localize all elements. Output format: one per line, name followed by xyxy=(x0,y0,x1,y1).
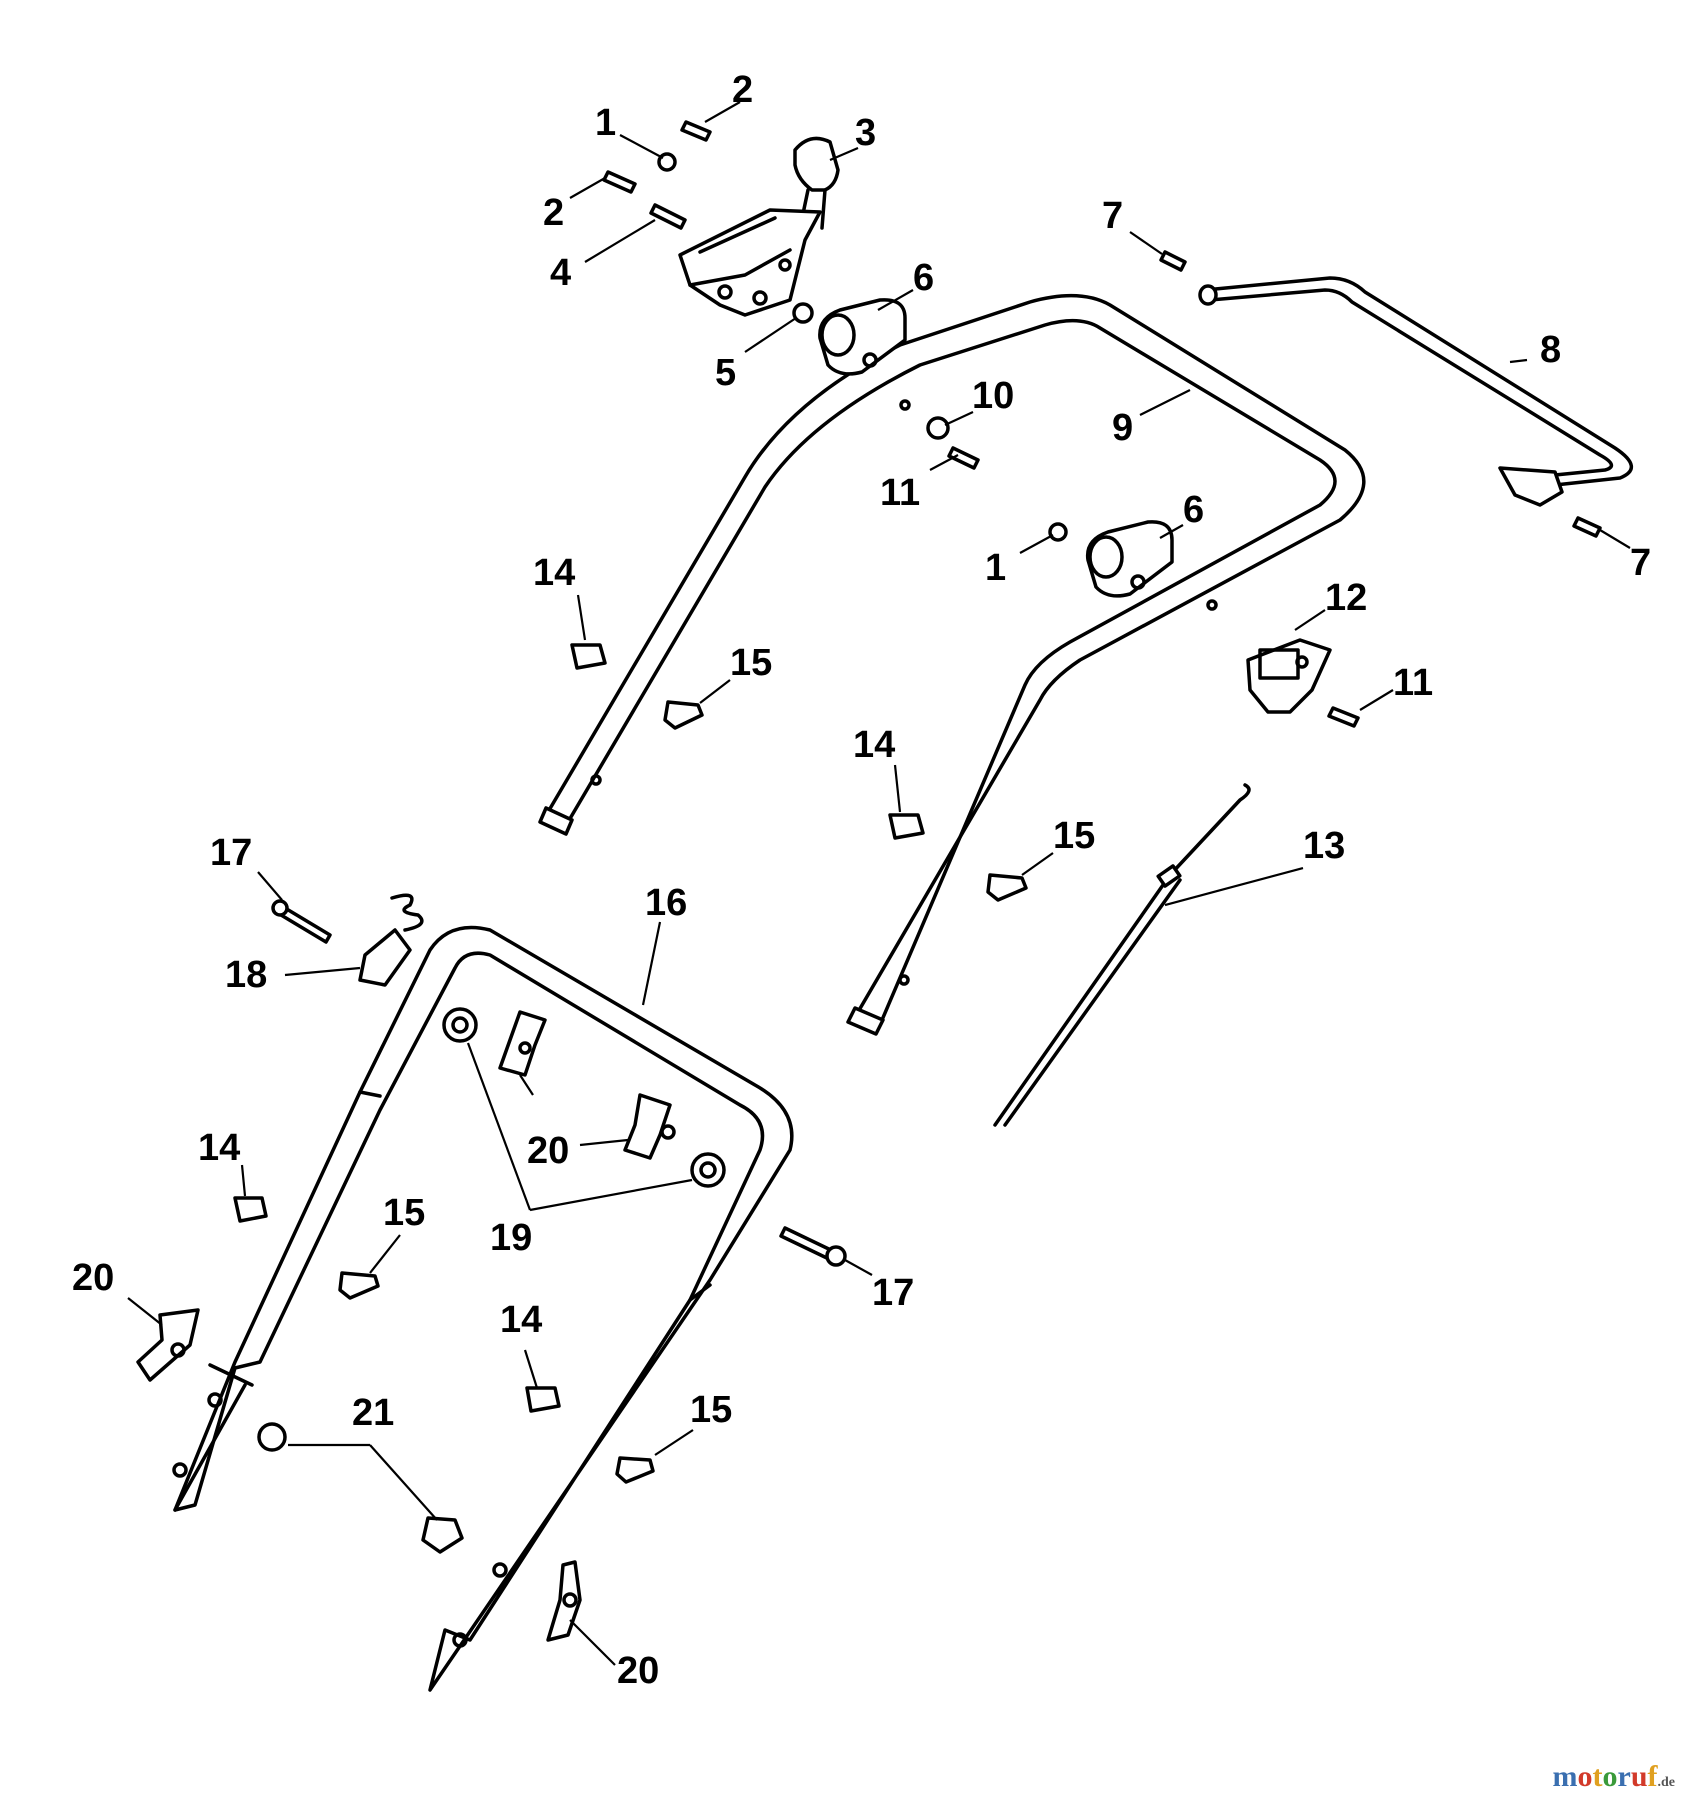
callout-17: 17 xyxy=(210,832,252,874)
callout-9: 9 xyxy=(1112,407,1133,449)
callout-1: 1 xyxy=(985,547,1006,589)
callout-2: 2 xyxy=(732,69,753,111)
callout-3: 3 xyxy=(855,112,876,154)
control-cable xyxy=(993,783,1251,1127)
callout-11: 11 xyxy=(1393,662,1433,704)
bolts xyxy=(271,899,847,1267)
callout-11: 11 xyxy=(880,472,920,514)
callout-8: 8 xyxy=(1540,329,1561,371)
callout-12: 12 xyxy=(1325,577,1367,619)
washers xyxy=(442,1007,726,1188)
callout-17: 17 xyxy=(872,1272,914,1314)
spring-clip xyxy=(358,893,424,987)
cable-bracket xyxy=(1246,638,1332,714)
callout-10: 10 xyxy=(972,375,1014,417)
gear-lever-assembly xyxy=(678,136,840,317)
lower-handle-bar xyxy=(172,925,794,1692)
callout-16: 16 xyxy=(645,882,687,924)
callout-20: 20 xyxy=(72,1257,114,1299)
callout-15: 15 xyxy=(690,1389,732,1431)
callout-labels: 1 2 3 2 4 5 6 7 8 9 10 11 1 6 7 12 11 14… xyxy=(72,69,1651,1692)
callout-7: 7 xyxy=(1102,195,1123,237)
callout-5: 5 xyxy=(715,352,736,394)
plug-and-bolt xyxy=(257,1422,464,1554)
callout-2: 2 xyxy=(543,192,564,234)
callout-18: 18 xyxy=(225,954,267,996)
clamp-lower xyxy=(1085,520,1174,598)
callout-6: 6 xyxy=(913,257,934,299)
wing-knobs xyxy=(136,1010,676,1642)
callout-21: 21 xyxy=(352,1392,394,1434)
callout-7: 7 xyxy=(1630,542,1651,584)
callout-6: 6 xyxy=(1183,489,1204,531)
callout-14: 14 xyxy=(198,1127,240,1169)
fasteners xyxy=(602,120,1602,728)
callout-14: 14 xyxy=(533,552,575,594)
callout-4: 4 xyxy=(550,252,571,294)
callout-14: 14 xyxy=(853,724,895,766)
callout-20: 20 xyxy=(527,1130,569,1172)
upper-handle-bar xyxy=(538,294,1366,1036)
callout-13: 13 xyxy=(1303,825,1345,867)
leader-lines xyxy=(127,101,1631,1666)
callout-15: 15 xyxy=(383,1192,425,1234)
control-bar xyxy=(1198,276,1633,507)
callout-15: 15 xyxy=(1053,815,1095,857)
callout-19: 19 xyxy=(490,1217,532,1259)
pads xyxy=(233,643,1028,1484)
callout-14: 14 xyxy=(500,1299,542,1341)
watermark-logo: motoruf.de motoruf xyxy=(1552,1760,1675,1793)
clamp-upper xyxy=(818,298,907,376)
callout-1: 1 xyxy=(595,102,616,144)
callout-15: 15 xyxy=(730,642,772,684)
callout-20: 20 xyxy=(617,1650,659,1692)
